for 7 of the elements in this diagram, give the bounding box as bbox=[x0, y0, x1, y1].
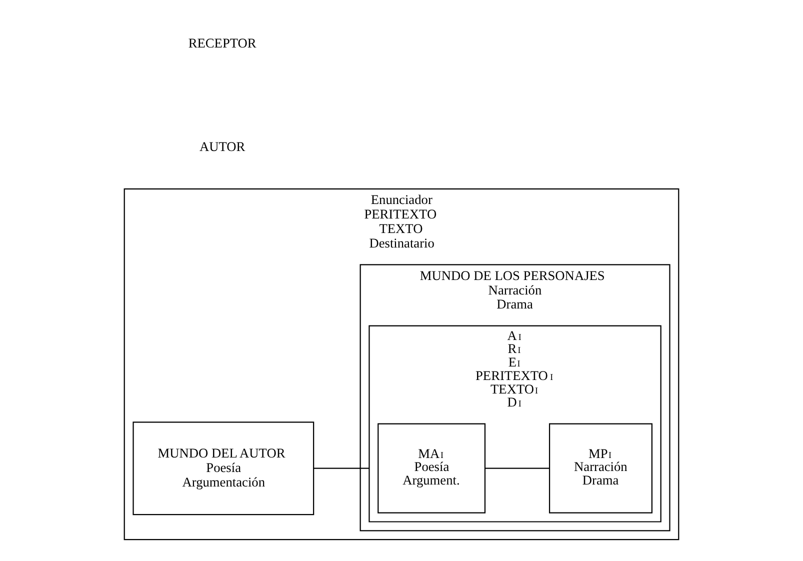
node-box: MPI Narración Drama bbox=[548, 423, 652, 514]
label: RECEPTOR bbox=[188, 36, 256, 51]
connector bbox=[485, 468, 550, 469]
label: AUTOR bbox=[199, 139, 246, 154]
node-box: MUNDO DEL AUTOR Poesía Argumentación bbox=[132, 422, 314, 516]
node-box: MAI Poesía Argument. bbox=[378, 423, 486, 514]
connector bbox=[314, 468, 370, 469]
